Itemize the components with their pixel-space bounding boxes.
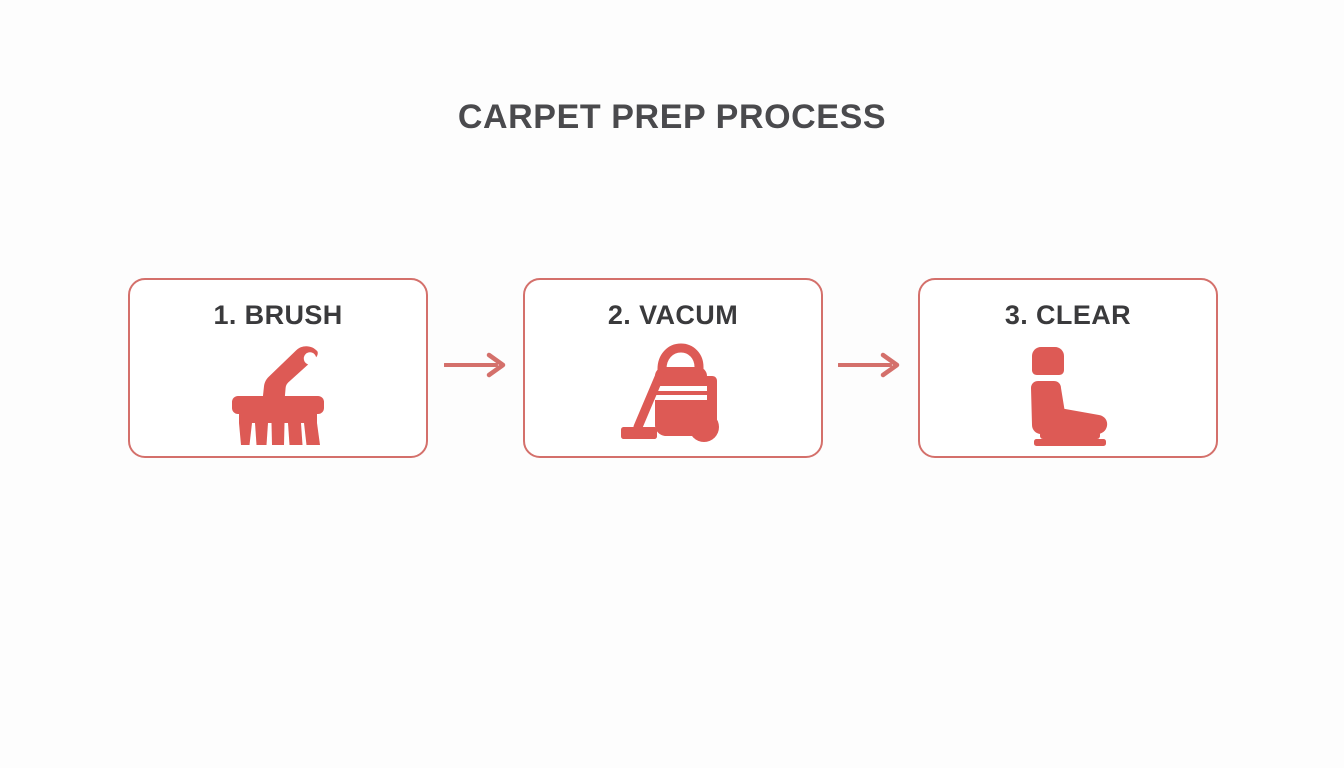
step-card-brush[interactable]: 1. BRUSH	[128, 278, 429, 458]
step-label-clear: 3. CLEAR	[1004, 300, 1132, 330]
arrow-right-icon	[428, 345, 523, 385]
step-card-clear[interactable]: 3. CLEAR	[917, 278, 1218, 458]
arrow-right-icon	[823, 345, 918, 385]
vacuum-icon	[525, 331, 821, 456]
car-seat-icon	[920, 331, 1216, 456]
process-flow: 1. BRUSH	[128, 278, 1218, 458]
brush-icon	[130, 331, 426, 456]
step-label-brush: 1. BRUSH	[213, 300, 343, 330]
step-card-vacum[interactable]: 2. VACUM	[522, 278, 824, 458]
page-title: CARPET PREP PROCESS	[457, 98, 887, 136]
step-label-vacum: 2. VACUM	[607, 300, 739, 330]
